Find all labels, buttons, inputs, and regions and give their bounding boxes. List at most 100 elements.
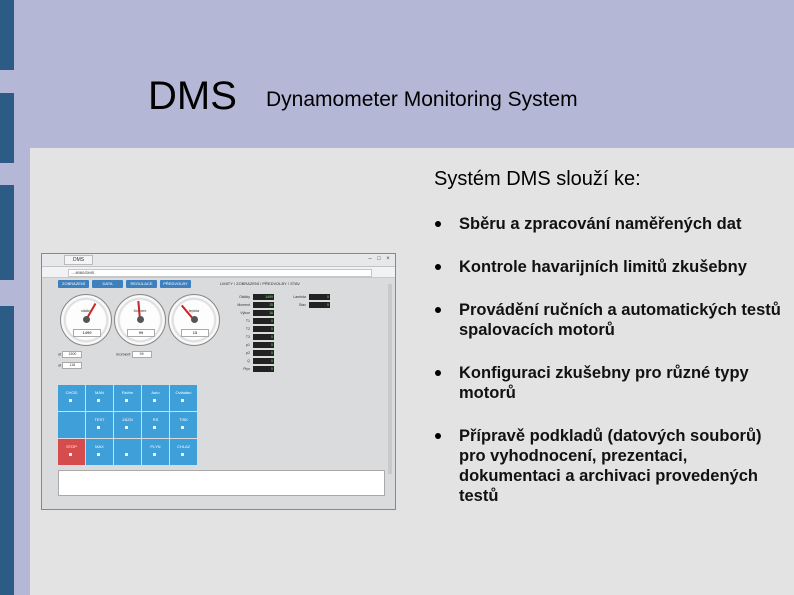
status-led xyxy=(97,399,100,402)
status-led xyxy=(69,453,72,456)
maximize-icon[interactable]: □ xyxy=(377,256,381,262)
data-value: 0 xyxy=(253,326,274,333)
address-bar: ...:8080/DMS xyxy=(42,267,395,278)
status-led xyxy=(181,426,184,429)
app-screenshot: DMS – □ × ...:8080/DMS ZOBRAZENÍ DATA RE… xyxy=(41,253,396,510)
gauge-hub xyxy=(137,316,144,323)
setpoint-input[interactable]: 99 xyxy=(131,351,152,358)
control-tile[interactable]: TEST xyxy=(86,412,113,438)
status-led xyxy=(125,399,128,402)
gauge-hub xyxy=(83,316,90,323)
nav-tab[interactable]: ZOBRAZENÍ xyxy=(58,280,89,288)
control-tile[interactable]: STOP xyxy=(58,439,85,465)
data-value: 0 xyxy=(309,294,330,301)
status-led xyxy=(181,453,184,456)
data-value: 0 xyxy=(309,302,330,309)
data-value: 0 xyxy=(253,334,274,341)
log-textbox[interactable] xyxy=(58,470,385,496)
data-value: 0 xyxy=(253,366,274,373)
scrollbar[interactable] xyxy=(388,284,392,474)
control-tile[interactable]: TISK xyxy=(170,412,197,438)
control-tile[interactable]: CHOD xyxy=(58,385,85,411)
bullet-item: Konfiguraci zkušebny pro různé typy moto… xyxy=(434,363,784,403)
rpm-gauge: otáčky 1499 xyxy=(60,294,112,346)
control-tile[interactable]: MAN xyxy=(86,385,113,411)
close-icon[interactable]: × xyxy=(386,256,390,262)
data-value: 0 xyxy=(253,318,274,325)
control-tile[interactable] xyxy=(114,439,141,465)
gauge-label: otáčky xyxy=(80,309,92,313)
torque-gauge: Moment 99 xyxy=(114,294,166,346)
nav-tab[interactable]: REGULACE xyxy=(126,280,157,288)
gauge-value: 99 xyxy=(127,329,155,337)
status-led xyxy=(125,426,128,429)
data-value: 16 xyxy=(253,310,274,317)
data-value: 1499 xyxy=(253,294,274,301)
bullet-item: Kontrole havarijních limitů zkušebny xyxy=(434,257,784,277)
slide-title-long: Dynamometer Monitoring System xyxy=(266,88,578,111)
bullet-item: Přípravě podkladů (datových souborů) pro… xyxy=(434,426,784,506)
status-led xyxy=(153,453,156,456)
status-led xyxy=(125,453,128,456)
accent-bar-2 xyxy=(0,93,14,163)
bullet-icon xyxy=(435,221,441,227)
accent-bar-1 xyxy=(0,0,14,70)
url-field[interactable]: ...:8080/DMS xyxy=(68,269,372,277)
control-tile[interactable]: ZÁZN xyxy=(114,412,141,438)
app-header-text: LIMITY / ZOBRAZENÍ / PŘEDVOLBY / STAV xyxy=(220,281,300,286)
accent-bar-4 xyxy=(0,306,14,595)
content-heading: Systém DMS slouží ke: xyxy=(434,168,641,190)
setpoint-control: ot 1500 xyxy=(58,351,83,358)
bullet-icon xyxy=(435,307,441,313)
gauge-label: teplota xyxy=(188,309,200,313)
data-value: 0 xyxy=(253,342,274,349)
bullet-icon xyxy=(435,433,441,439)
bullet-icon xyxy=(435,370,441,376)
status-led xyxy=(97,426,100,429)
browser-titlebar: DMS – □ × xyxy=(42,254,395,267)
accent-bar-3 xyxy=(0,185,14,280)
gauge-value: 15 xyxy=(181,329,209,337)
status-led xyxy=(69,399,72,402)
control-tile-grid: CHOD MAN Režim Auto Ovládání TEST ZÁZN R… xyxy=(58,385,197,465)
data-value: 0 xyxy=(253,350,274,357)
data-value: 0 xyxy=(253,358,274,365)
bullet-item: Sběru a zpracování naměřených dat xyxy=(434,214,784,234)
setpoint-control: moment 99 xyxy=(116,351,152,358)
control-tile[interactable]: Auto xyxy=(142,385,169,411)
nav-tab[interactable]: DATA xyxy=(92,280,123,288)
status-led xyxy=(153,426,156,429)
setpoint-input[interactable]: 118 xyxy=(62,362,83,369)
setpoint-input[interactable]: 1500 xyxy=(62,351,83,358)
app-nav: ZOBRAZENÍ DATA REGULACE PŘEDVOLBY xyxy=(58,280,191,288)
gauge-value: 1499 xyxy=(73,329,101,337)
nav-tab[interactable]: PŘEDVOLBY xyxy=(160,280,191,288)
slide-title-short: DMS xyxy=(148,74,237,118)
bullet-icon xyxy=(435,264,441,270)
status-led xyxy=(97,453,100,456)
status-led xyxy=(153,399,156,402)
control-tile[interactable] xyxy=(58,412,85,438)
control-tile[interactable]: MAX xyxy=(86,439,113,465)
control-tile[interactable]: CHLAZ xyxy=(170,439,197,465)
control-tile[interactable]: Režim xyxy=(114,385,141,411)
browser-tab[interactable]: DMS xyxy=(64,255,94,265)
control-tile[interactable]: Ovládání xyxy=(170,385,197,411)
data-value: 15 xyxy=(253,302,274,309)
minimize-icon[interactable]: – xyxy=(368,256,372,262)
control-tile[interactable]: RS xyxy=(142,412,169,438)
gauge-hub xyxy=(191,316,198,323)
control-tile[interactable]: PLYN xyxy=(142,439,169,465)
